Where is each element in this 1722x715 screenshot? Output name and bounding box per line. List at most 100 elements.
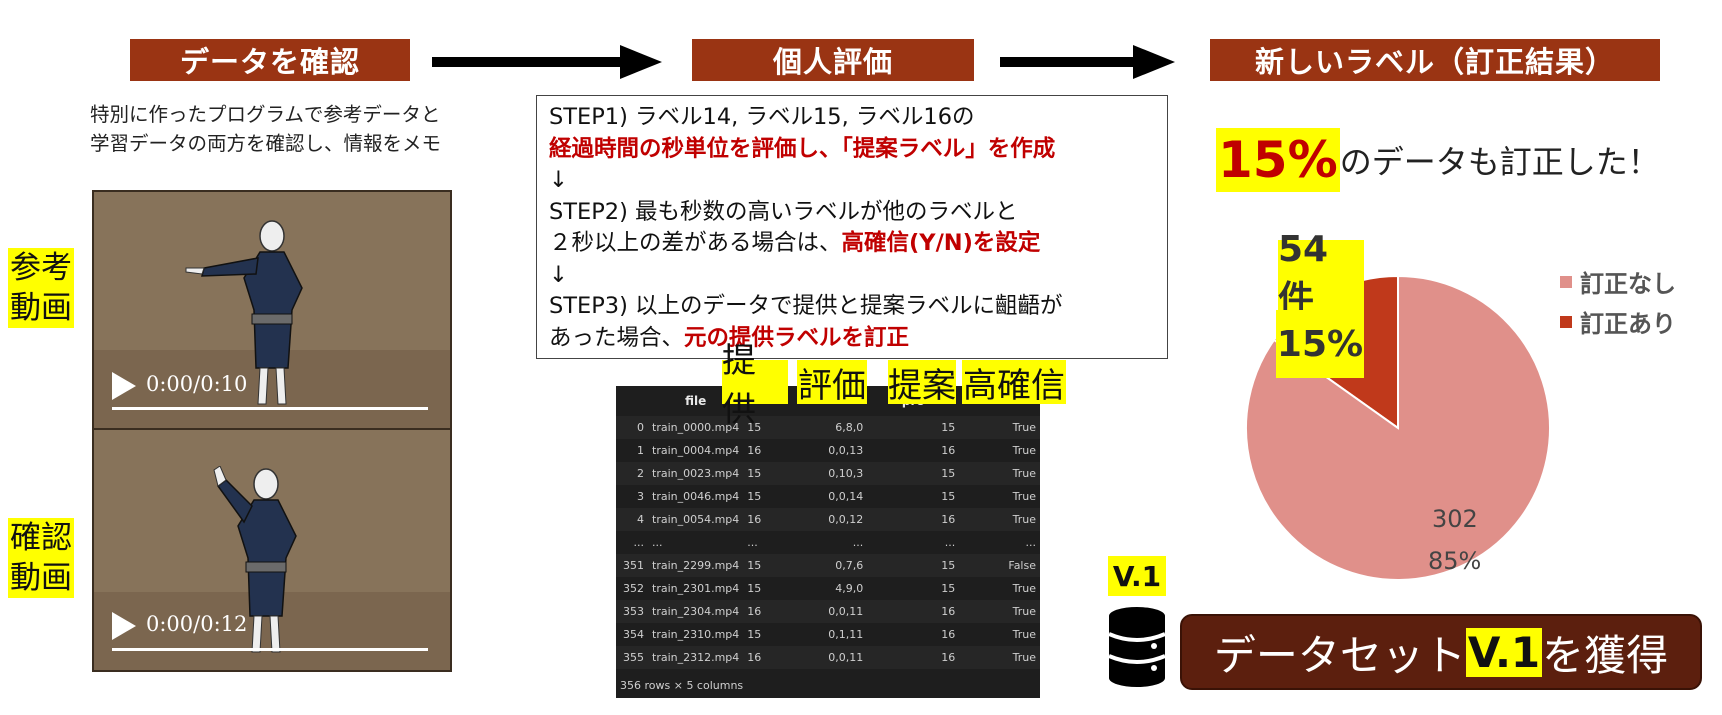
table-cell: ... (1025, 536, 1037, 549)
banner-suffix: を獲得 (1542, 630, 1669, 680)
large-slice-count-label: 302 (1432, 505, 1478, 533)
column-label-proposed: 提案 (888, 360, 956, 406)
table-cell: 15 (743, 462, 776, 485)
table-cell: True (1012, 444, 1036, 457)
ref-video-label: 参考 動画 (8, 248, 74, 328)
table-cell: True (1012, 582, 1036, 595)
header-new-labels: 新しいラベル（訂正結果） (1210, 39, 1660, 81)
step3-line-b: あった場合、元の提供ラベルを訂正 (549, 323, 1155, 355)
reference-video-player[interactable]: 0:00/0:10 (92, 190, 452, 430)
correction-percent: 15% (1216, 128, 1340, 192)
dataframe-footer: 356 rows × 5 columns (620, 679, 744, 692)
play-icon[interactable] (112, 612, 136, 640)
table-cell: 15 (941, 582, 956, 595)
table-cell: 355 (616, 646, 648, 669)
table-cell: ... (652, 536, 663, 549)
table-cell: train_2299.mp4 (648, 554, 744, 577)
correction-text: のデータも訂正した！ (1339, 143, 1660, 181)
table-cell: 16 (747, 444, 762, 457)
legend-item-corrected: 訂正あり (1560, 304, 1676, 339)
dataset-version-tag: V.1 (1108, 556, 1166, 596)
table-cell: ... (944, 536, 956, 549)
step2-emphasis: 高確信(Y/N)を設定 (841, 230, 1041, 256)
table-cell: 0 (616, 416, 648, 439)
table-cell: train_0054.mp4 (648, 508, 744, 531)
dataframe-table: file pro 0train_0000.mp4156,8,015True1tr… (616, 386, 1040, 669)
table-cell: 15 (747, 490, 762, 503)
header-personal-eval: 個人評価 (692, 39, 974, 81)
video-progress-bar[interactable] (112, 407, 428, 410)
table-cell: 3 (637, 490, 644, 503)
intro-text: 特別に作ったプログラムで参考データと 学習データの両方を確認し、情報をメモ (90, 100, 441, 158)
table-cell: 15 (867, 416, 960, 439)
table-row: .................. (616, 531, 1040, 554)
step-arrow-2: ↓ (549, 261, 568, 288)
table-cell: True (959, 600, 1040, 623)
pie-slice-not-corrected (1245, 274, 1551, 581)
table-cell: train_2310.mp4 (652, 628, 740, 641)
table-cell: True (959, 462, 1040, 485)
table-cell: ... (852, 536, 864, 549)
check-video-label-line2: 動画 (10, 560, 72, 596)
table-cell: 15 (747, 582, 762, 595)
table-cell: 15 (941, 490, 956, 503)
small-slice-count-label: 54件 (1278, 229, 1364, 320)
column-header (616, 386, 648, 416)
table-cell: 1 (637, 444, 644, 457)
check-video-label: 確認 動画 (8, 518, 74, 598)
table-cell: train_2312.mp4 (648, 646, 744, 669)
column-label-evaluation: 評価 (797, 360, 867, 406)
table-cell: 0,0,14 (828, 490, 864, 503)
table-cell: 16 (867, 600, 960, 623)
table-cell: 0,0,13 (828, 444, 864, 457)
header-check-data: データを確認 (130, 39, 410, 81)
table-cell: 16 (941, 628, 956, 641)
legend-swatch (1560, 315, 1572, 328)
table-cell: 4,9,0 (835, 582, 864, 595)
table-cell: 6,8,0 (775, 416, 868, 439)
step1-line-b: 経過時間の秒単位を評価し、「提案ラベル」を作成 (549, 135, 1056, 162)
table-cell: train_0004.mp4 (652, 444, 740, 457)
dancer-figure-waving (213, 466, 297, 653)
video-progress-bar[interactable] (112, 648, 428, 651)
intro-line-2: 学習データの両方を確認し、情報をメモ (90, 132, 442, 155)
legend-swatch (1560, 275, 1572, 288)
large-slice-percent-label: 85% (1428, 547, 1482, 575)
table-cell: train_0046.mp4 (652, 490, 740, 503)
table-cell: 16 (743, 600, 776, 623)
table-cell: 0,1,11 (828, 628, 864, 641)
ref-video-label-line2: 動画 (10, 290, 72, 326)
video-time-check: 0:00/0:12 (146, 612, 248, 636)
ref-video-label-line1: 参考 (10, 250, 72, 286)
step3-text: あった場合、 (549, 324, 685, 351)
check-video-player[interactable]: 0:00/0:12 (92, 428, 452, 672)
column-label-provided: 提供 (722, 341, 788, 430)
legend-item-no-correction: 訂正なし (1560, 264, 1676, 299)
play-icon[interactable] (112, 372, 136, 400)
table-cell: train_2301.mp4 (652, 582, 740, 595)
dataframe-preview: file pro 0train_0000.mp4156,8,015True1tr… (616, 386, 1040, 698)
table-cell: 352 (623, 582, 644, 595)
table-cell: 15 (747, 628, 762, 641)
table-cell: train_0023.mp4 (648, 462, 744, 485)
table-cell: ... (633, 536, 645, 549)
step3-emphasis: 元の提供ラベルを訂正 (684, 324, 910, 351)
table-cell: 15 (867, 462, 960, 485)
table-cell: 2 (616, 462, 648, 485)
correction-headline: 15% のデータも訂正した！ (1216, 128, 1660, 192)
video-time-ref: 0:00/0:10 (146, 372, 248, 396)
banner-prefix: データセット (1213, 630, 1466, 680)
legend-label: 訂正なし (1580, 270, 1676, 298)
flow-arrow-2 (1000, 45, 1175, 79)
table-cell: 0,0,11 (775, 600, 868, 623)
table-cell: 15 (743, 416, 776, 439)
column-label-confident: 高確信 (962, 360, 1066, 406)
